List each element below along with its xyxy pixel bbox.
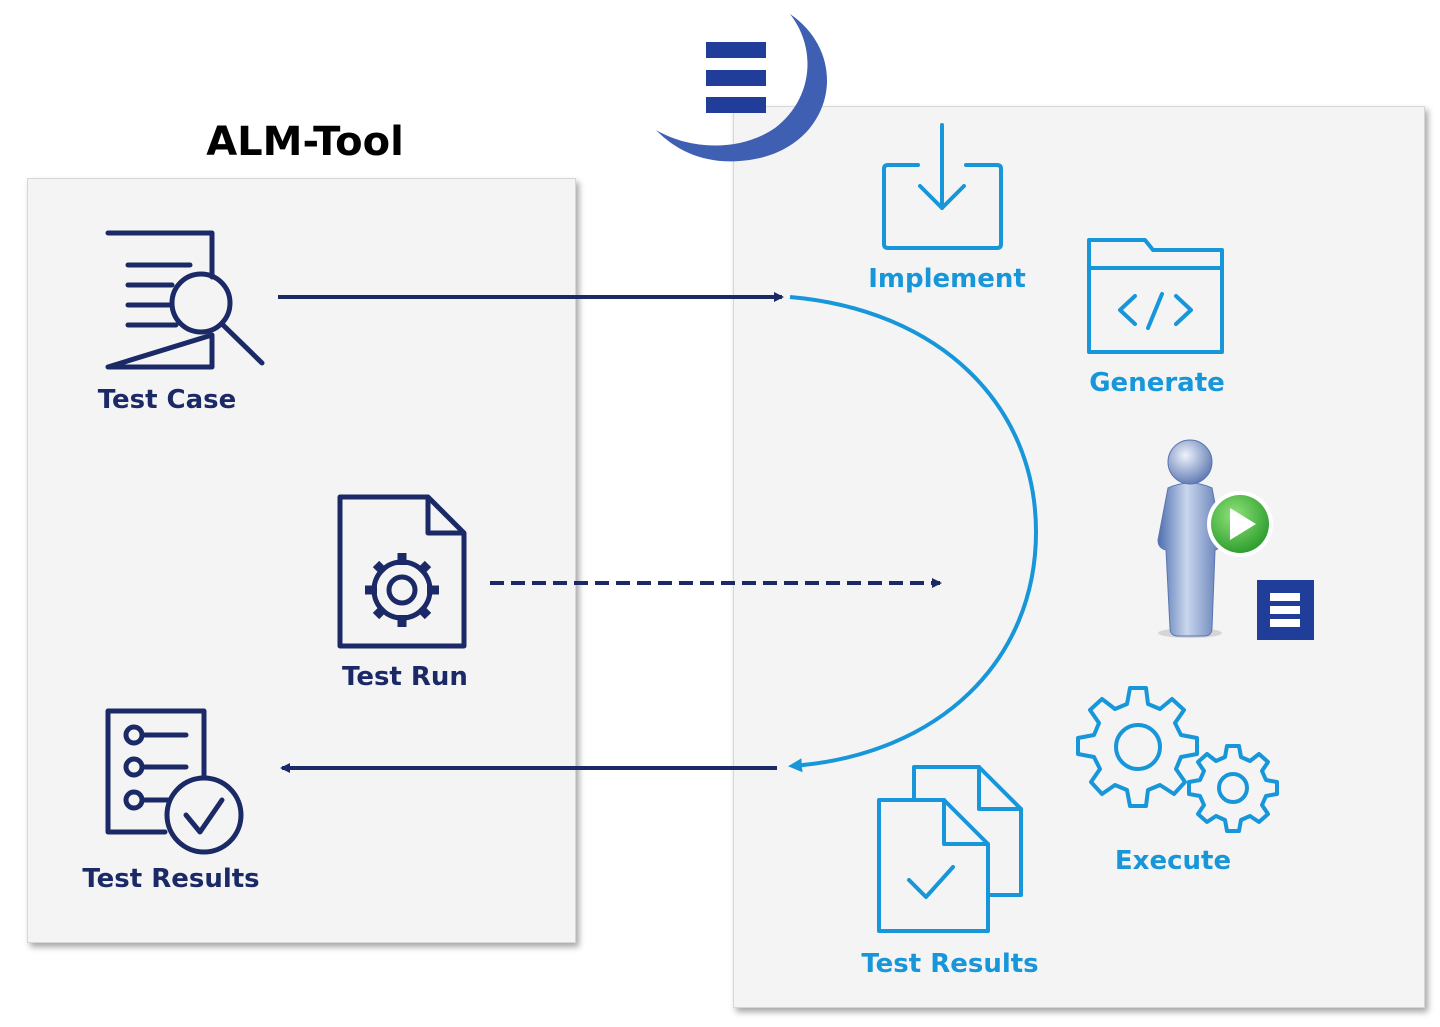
documents-check-icon (877, 765, 1023, 933)
generate-label: Generate (1089, 368, 1225, 398)
execution-flow-arc (788, 295, 1039, 773)
implement-label: Implement (868, 264, 1026, 294)
document-gear-icon (337, 494, 467, 649)
execution-panel (733, 106, 1425, 1008)
test-results-left-label: Test Results (82, 864, 259, 894)
brand-logo (656, 14, 828, 162)
execute-label: Execute (1115, 846, 1231, 876)
user-play-icon (1157, 439, 1314, 640)
gears-icon (1076, 686, 1279, 833)
test-case-label: Test Case (98, 385, 237, 415)
checklist-check-icon (105, 708, 244, 855)
code-folder-icon (1087, 238, 1224, 354)
download-tray-icon (882, 123, 1003, 250)
alm-tool-panel (27, 178, 576, 943)
test-run-label: Test Run (342, 662, 468, 692)
test-results-right-label: Test Results (861, 949, 1038, 979)
alm-tool-title: ALM-Tool (206, 119, 404, 165)
document-search-icon (105, 230, 265, 370)
